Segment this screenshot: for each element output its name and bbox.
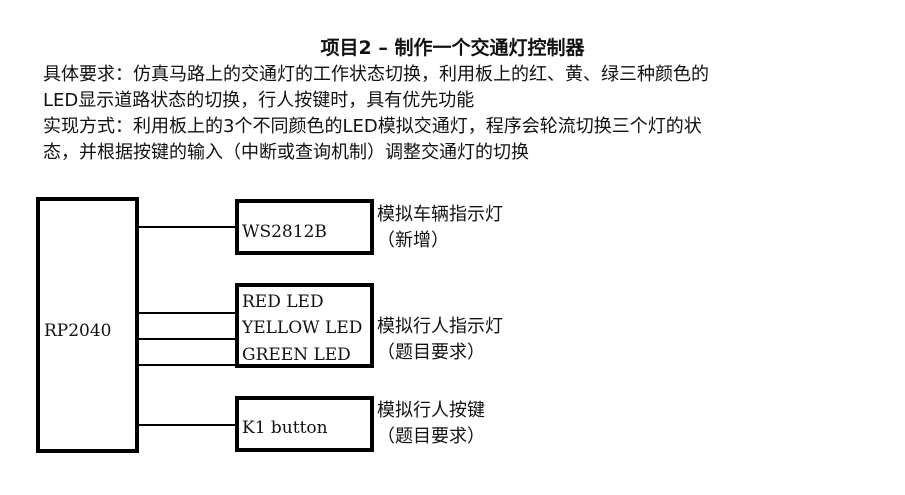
k1-button-box: K1 button	[235, 396, 374, 452]
label-line: （题目要求）	[377, 426, 485, 447]
label-line: （新增）	[377, 230, 449, 251]
label-line: 模拟行人按键	[377, 400, 485, 421]
wire-yellow-led	[139, 338, 235, 340]
vehicle-indicator-label: 模拟车辆指示灯 （新增）	[377, 202, 503, 254]
page-title: 项目2 – 制作一个交通灯控制器	[320, 37, 585, 59]
yellow-led-label: YELLOW LED	[242, 318, 363, 338]
description: 具体要求：仿真马路上的交通灯的工作状态切换，利用板上的红、黄、绿三种颜色的 LE…	[43, 62, 883, 166]
label-line: （题目要求）	[377, 342, 485, 363]
label-line: 模拟行人指示灯	[377, 316, 503, 337]
wire-red-led	[139, 312, 235, 314]
rp2040-box: RP2040	[36, 197, 139, 453]
green-led-label: GREEN LED	[242, 345, 351, 365]
pedestrian-button-label: 模拟行人按键 （题目要求）	[377, 398, 485, 450]
ws2812b-label: WS2812B	[242, 222, 327, 242]
wire-ws2812b	[139, 226, 235, 228]
wire-k1-button	[139, 424, 235, 426]
k1-button-label: K1 button	[242, 418, 328, 438]
ws2812b-box: WS2812B	[235, 199, 374, 255]
red-led-label: RED LED	[242, 292, 324, 312]
pedestrian-light-label: 模拟行人指示灯 （题目要求）	[377, 314, 503, 366]
label-line: 模拟车辆指示灯	[377, 204, 503, 225]
description-line: 态，并根据按键的输入（中断或查询机制）调整交通灯的切换	[43, 142, 529, 163]
wire-green-led	[139, 364, 235, 366]
rp2040-label: RP2040	[44, 321, 112, 341]
description-line: LED显示道路状态的切换，行人按键时，具有优先功能	[43, 90, 475, 111]
led-box: RED LED YELLOW LED GREEN LED	[235, 283, 374, 368]
description-line: 实现方式：利用板上的3个不同颜色的LED模拟交通灯，程序会轮流切换三个灯的状	[43, 116, 702, 137]
description-line: 具体要求：仿真马路上的交通灯的工作状态切换，利用板上的红、黄、绿三种颜色的	[43, 64, 709, 85]
